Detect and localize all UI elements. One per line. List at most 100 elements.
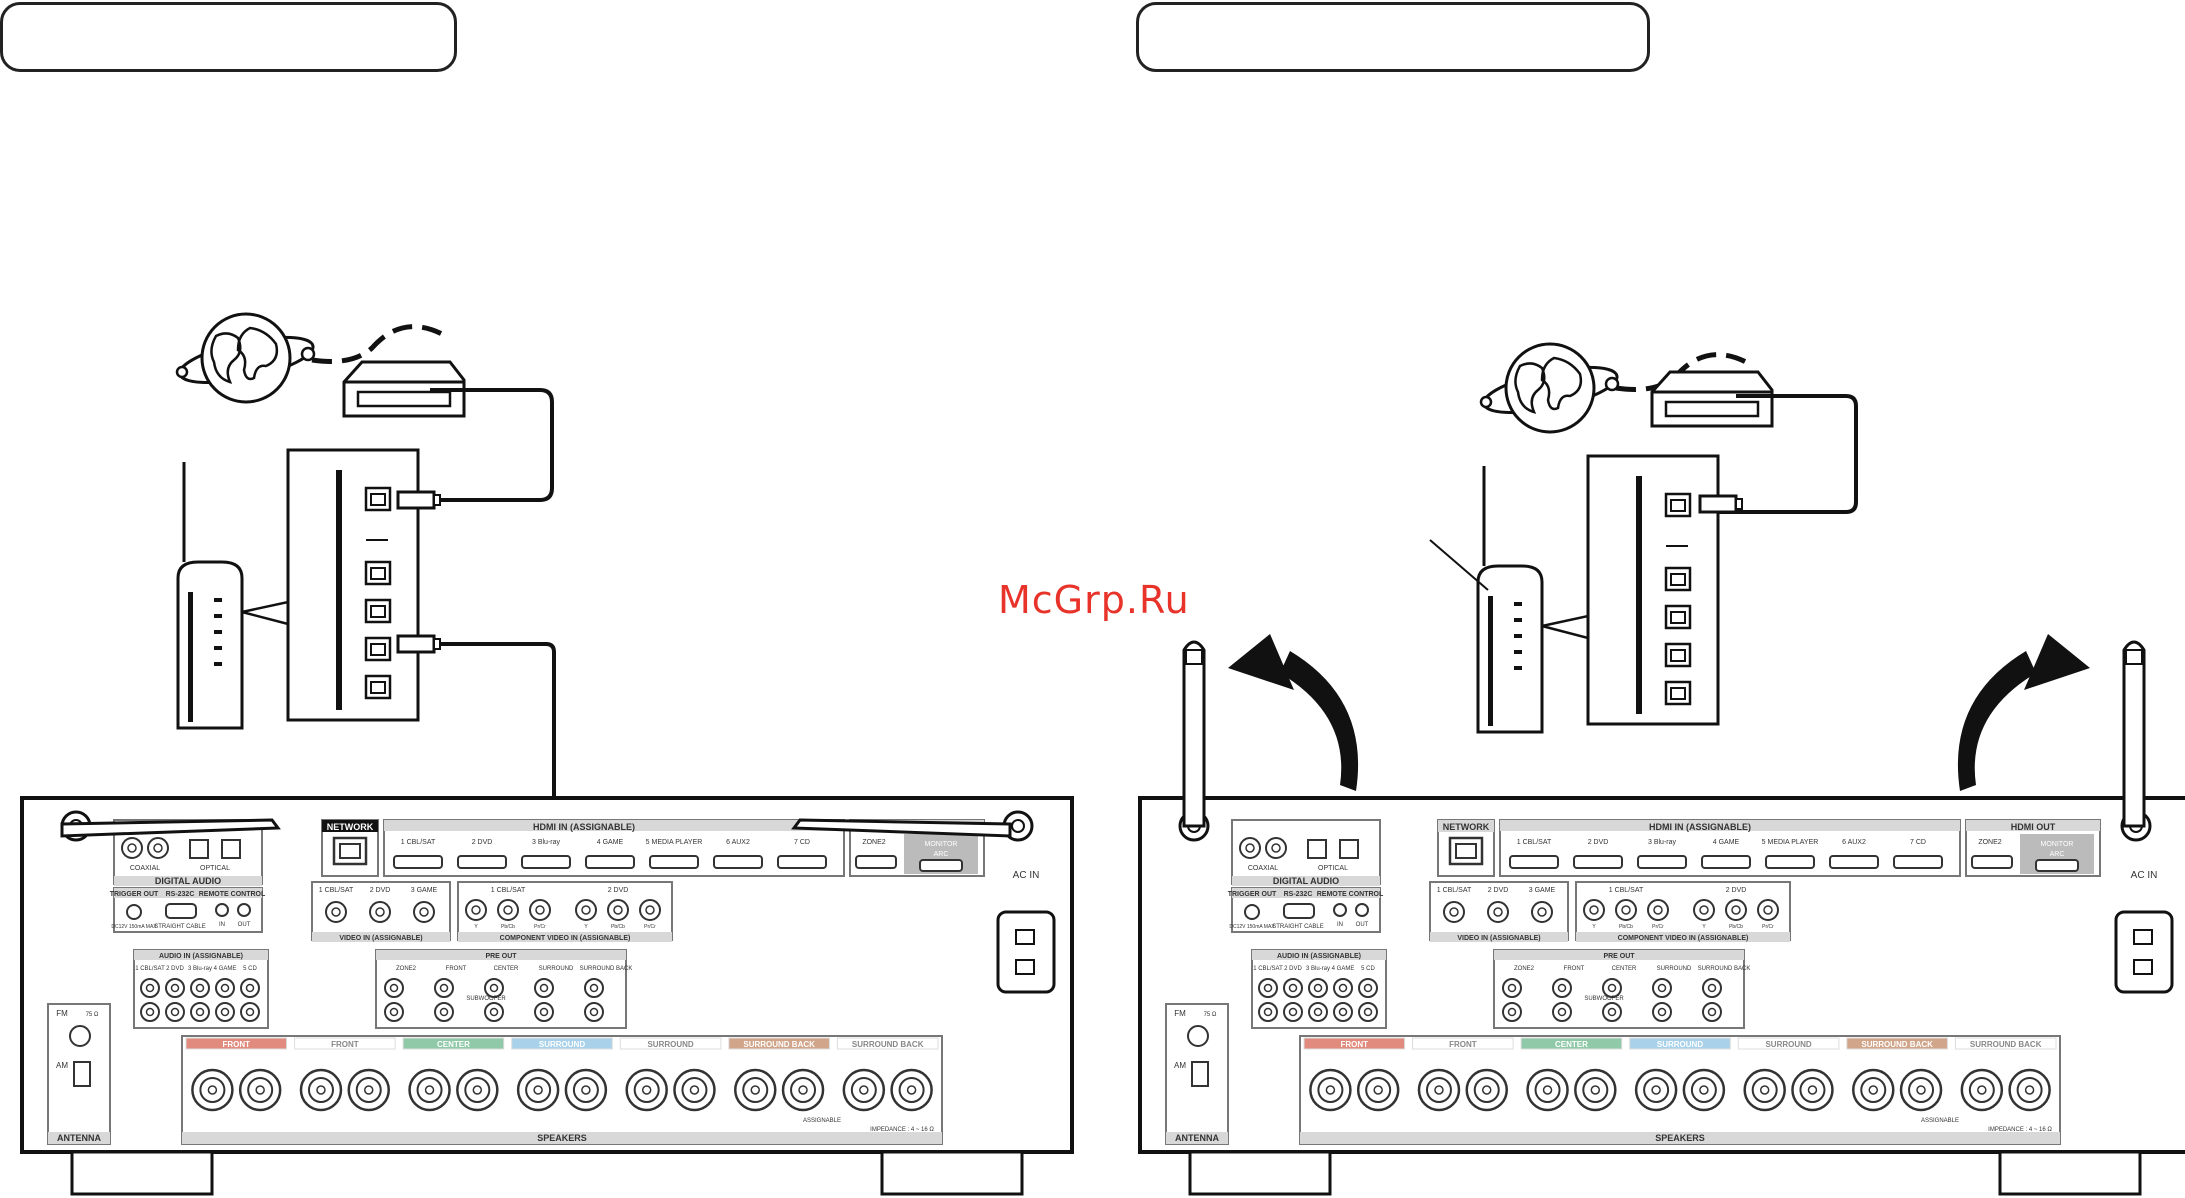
trigger-jack <box>1244 904 1260 920</box>
speaker-group-header <box>402 1037 505 1050</box>
speaker-group-label: FRONT <box>331 1040 359 1049</box>
remote-in-jack <box>1333 903 1347 917</box>
antenna-label: ANTENNA <box>1175 1133 1219 1143</box>
hdmi-port <box>1765 855 1815 869</box>
router-callout <box>241 600 290 626</box>
rs232c-port <box>165 903 197 919</box>
straight-cable-label: STRAIGHT CABLE <box>154 924 206 930</box>
router-icon-right <box>1476 466 1544 734</box>
remote-out-label: OUT <box>238 922 251 928</box>
audio-in-label: AUDIO IN (ASSIGNABLE) <box>1277 953 1361 960</box>
pre-out-channel-label: CENTER <box>494 966 519 972</box>
wireless-link-left <box>311 324 444 364</box>
zone2-label: ZONE2 <box>862 839 885 846</box>
optical-label: OPTICAL <box>200 865 230 872</box>
hdmi-in-label: HDMI IN (ASSIGNABLE) <box>533 822 635 832</box>
am-terminal <box>1191 1061 1209 1087</box>
antenna-label: ANTENNA <box>57 1133 101 1143</box>
straight-cable-label: STRAIGHT CABLE <box>1272 924 1324 930</box>
speaker-group-header <box>1412 1037 1514 1050</box>
component-jack-label: Pb/Cb <box>501 924 515 930</box>
ac-inlet <box>996 910 1056 994</box>
speaker-group-header <box>728 1037 830 1050</box>
remote-control-label: REMOTE CONTROL <box>1317 891 1384 898</box>
subwoofer-label: SUBWOOFER <box>1584 996 1624 1002</box>
hdmi-port <box>1829 855 1879 869</box>
speaker-group-label: SURROUND BACK <box>1861 1040 1933 1049</box>
video-input-label: 3 GAME <box>1529 887 1556 894</box>
fm-jack <box>1187 1025 1209 1047</box>
optical-jack <box>221 839 241 859</box>
fm-label: FM <box>1174 1009 1186 1018</box>
lan-cable-right <box>1698 394 1858 514</box>
speaker-group-label: CENTER <box>1555 1040 1588 1049</box>
speaker-group-label: CENTER <box>437 1040 470 1049</box>
audio-input-label: 3 Blu-ray <box>188 966 212 972</box>
caption-box-left <box>0 2 457 72</box>
speaker-group-label: FRONT <box>1341 1040 1369 1049</box>
remote-in-label: IN <box>1337 922 1343 928</box>
hdmi-in-label: HDMI IN (ASSIGNABLE) <box>1649 822 1751 832</box>
hdmi-port <box>2035 859 2079 872</box>
receiver-foot <box>1998 1150 2142 1196</box>
speaker-group-label: SURROUND <box>1765 1040 1811 1049</box>
watermark: McGrp.Ru <box>998 578 1190 622</box>
component-input-label: 1 CBL/SAT <box>1609 887 1644 894</box>
pre-out-channel-label: CENTER <box>1612 966 1637 972</box>
speaker-group-header <box>1846 1037 1948 1050</box>
receiver-foot <box>880 1150 1024 1196</box>
speakers-panel <box>181 1035 943 1145</box>
subwoofer-label: SUBWOOFER <box>466 996 506 1002</box>
optical-jack <box>1339 839 1359 859</box>
remote-control-label: REMOTE CONTROL <box>199 891 266 898</box>
hdmi-port <box>713 855 763 869</box>
hdmi-input-label: 4 GAME <box>597 839 624 846</box>
hdmi-input-label: 2 DVD <box>1588 839 1609 846</box>
component-jack-label: Pr/Cr <box>1762 924 1774 930</box>
hdmi-port <box>777 855 827 869</box>
speaker-group-header <box>1520 1037 1623 1050</box>
video-input-label: 2 DVD <box>1488 887 1509 894</box>
hdmi-input-label: 3 Blu-ray <box>1648 839 1677 846</box>
digital-audio-label: DIGITAL AUDIO <box>155 876 221 886</box>
trigger-jack <box>126 904 142 920</box>
hdmi-input-label: 1 CBL/SAT <box>401 839 436 846</box>
hdmi-input-label: 1 CBL/SAT <box>1517 839 1552 846</box>
pre-out-channel-label: FRONT <box>1564 966 1585 972</box>
component-jack-label: Y <box>584 924 588 930</box>
trigger-out-label: TRIGGER OUT <box>110 891 159 898</box>
monitor-label: MONITOR <box>925 841 958 848</box>
hdmi-input-label: 2 DVD <box>472 839 493 846</box>
speaker-group-label: SURROUND BACK <box>743 1040 815 1049</box>
speaker-group-label: SURROUND BACK <box>1970 1040 2042 1049</box>
globe-icon-left <box>175 312 316 404</box>
speaker-group-header <box>1629 1037 1731 1050</box>
component-input-label: 1 CBL/SAT <box>491 887 526 894</box>
component-jack-label: Y <box>1702 924 1706 930</box>
hdmi-port <box>1573 855 1623 869</box>
audio-input-label: 5 CD <box>243 966 257 972</box>
router-icon-left <box>176 462 244 730</box>
audio-input-label: 4 GAME <box>1332 966 1355 972</box>
hdmi-port <box>919 859 963 872</box>
optical-jack <box>189 839 209 859</box>
remote-out-jack <box>237 903 251 917</box>
audio-input-label: 4 GAME <box>214 966 237 972</box>
ac-inlet <box>2114 910 2174 994</box>
hdmi-input-label: 4 GAME <box>1713 839 1740 846</box>
hdmi-input-label: 3 Blu-ray <box>532 839 561 846</box>
speaker-group-label: FRONT <box>223 1040 251 1049</box>
component-jack-label: Pb/Cb <box>611 924 625 930</box>
hdmi-port <box>1637 855 1687 869</box>
video-input-label: 2 DVD <box>370 887 391 894</box>
audio-input-label: 1 CBL/SAT <box>135 966 165 972</box>
speaker-group-header <box>1954 1037 2057 1050</box>
speaker-group-header <box>619 1037 722 1050</box>
audio-input-label: 5 CD <box>1361 966 1375 972</box>
hub-icon-right <box>1586 454 1720 726</box>
hdmi-port <box>393 855 443 869</box>
hdmi-out-label: HDMI OUT <box>2011 822 2056 832</box>
